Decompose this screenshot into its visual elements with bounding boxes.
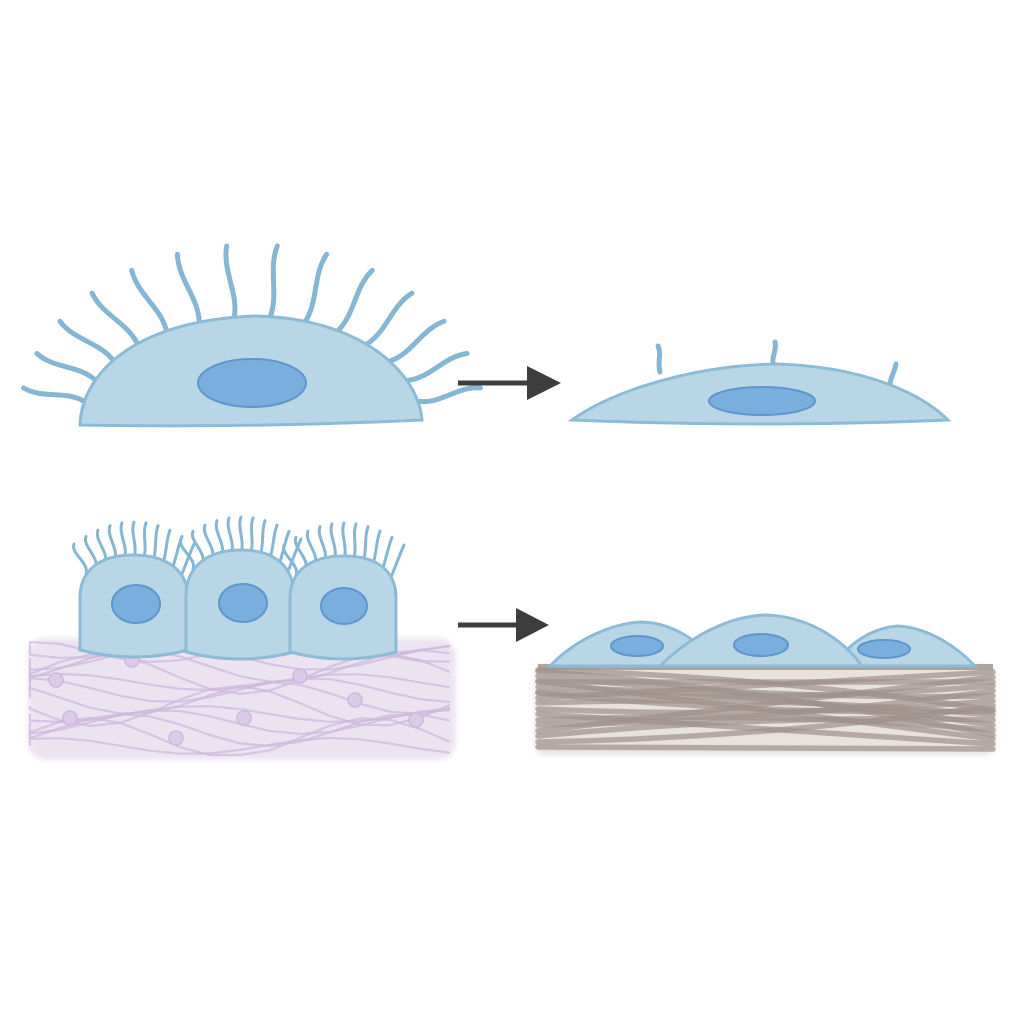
dense-fibrous-matrix [535,664,996,755]
cilium [72,542,88,576]
cilium [334,267,375,334]
cilium [34,351,98,383]
particle [408,712,424,728]
cilium [161,528,172,566]
short-cilium [887,361,899,388]
cilium [226,516,234,556]
transition-arrow-top [458,366,561,400]
nucleus [610,635,664,657]
fiber [535,690,996,715]
cilium [119,521,127,561]
cilium [129,267,170,334]
cilium [258,519,267,558]
columnar-cell [288,554,398,661]
particle [236,710,252,726]
nucleus [708,386,816,416]
fiber [28,676,451,704]
fiber [28,680,451,716]
cilium [142,521,148,561]
fiber [535,669,996,701]
dense-fibers [535,664,996,752]
cilia-group [21,243,483,404]
nucleus [733,633,789,657]
particle [347,692,363,708]
cilium [223,243,238,321]
cilium [151,524,160,563]
single-ciliated-cell [21,243,483,428]
nucleus [197,358,307,408]
flattened-cell [656,613,865,668]
single-flattened-cell [567,339,952,426]
fiber [535,668,996,738]
nucleus [320,587,368,625]
cilium [268,523,279,561]
fiber [535,744,996,752]
transition-arrow-bottom [458,608,549,642]
cilium [21,385,87,404]
nucleus [857,639,911,659]
nucleus [218,583,268,623]
cilium [214,519,225,558]
flattened-epithelium-layer [535,613,996,755]
cilium [380,535,394,571]
cilium [57,318,117,364]
cilium [387,318,447,364]
cilium [329,522,337,562]
cilium [238,515,244,555]
particle [48,672,64,688]
matrix-particles [48,652,424,746]
fiber [28,709,451,736]
fiber [28,648,451,683]
cilium [267,243,280,321]
fiber [535,698,996,716]
cilium [363,290,415,347]
cilium [249,516,255,556]
nucleus [111,584,161,624]
cilium [179,537,195,571]
cilium [83,534,98,570]
particle [292,668,308,684]
fiber [28,736,451,755]
particle [168,730,184,746]
cilium [417,385,483,404]
short-cilium [655,343,663,375]
cilium [317,525,328,564]
short-cilium [770,339,778,366]
cilium [341,521,347,561]
cilium [131,520,137,560]
particle [62,710,78,726]
columnar-cell [78,553,190,659]
columnar-cell [184,548,296,661]
flattened-cell [833,624,979,668]
cilium [174,251,202,325]
cilium [287,537,303,571]
cilium [202,523,215,561]
cilium [352,522,358,562]
cilium [371,529,382,567]
cilium [282,543,298,577]
cilium [180,542,196,576]
cilium [406,351,470,383]
cilium [390,543,406,577]
cilium [89,290,141,347]
cilium [302,251,330,325]
loose-connective-matrix [28,638,456,760]
cilium [361,525,370,564]
fiber [28,672,451,692]
ciliated-epithelium-layer [28,515,456,760]
